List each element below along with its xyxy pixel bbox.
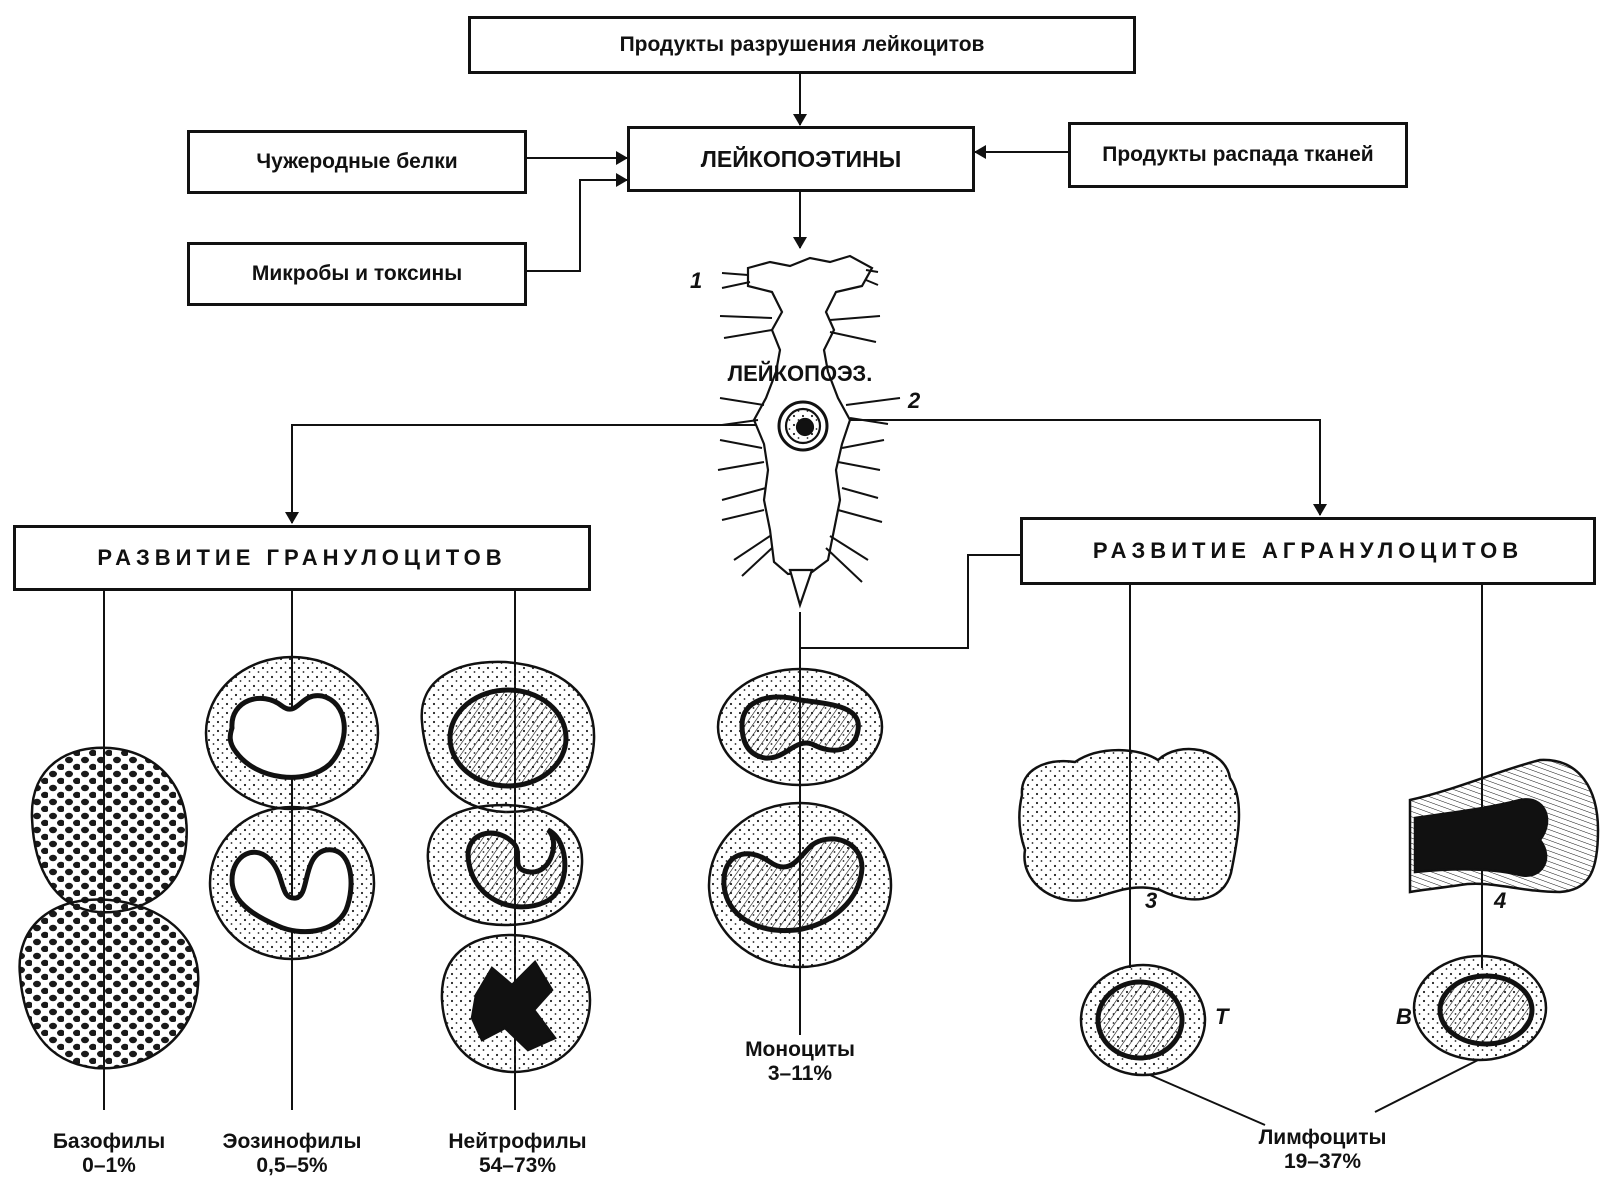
bone-marrow-illustration: [718, 256, 900, 605]
eosinophil-cells: [206, 657, 378, 959]
agranulocyte-development-label: РАЗВИТИЕ АГРАНУЛОЦИТОВ: [1093, 538, 1523, 564]
eosinophils-name: Эозинофилы: [207, 1130, 377, 1154]
eosinophil-nucleus-1: [230, 696, 344, 778]
leukocyte-breakdown-products-label: Продукты разрушения лейкоцитов: [620, 33, 985, 57]
marker-3: 3: [1145, 888, 1157, 914]
lymphocytes-name: Лимфоциты: [1235, 1126, 1410, 1150]
granulocyte-development-box: РАЗВИТИЕ ГРАНУЛОЦИТОВ: [13, 525, 591, 591]
coccyx-tip: [790, 570, 812, 605]
neutrophils-range: 54–73%: [430, 1154, 605, 1178]
foreign-proteins-box: Чужеродные белки: [187, 130, 527, 194]
neutrophil-cells: [422, 662, 594, 1072]
line-b-to-lymphocytes: [1375, 1060, 1478, 1112]
arrow-marrow-to-agranulocytes: [840, 420, 1320, 515]
lymphocyte-organs-and-cells: [1019, 749, 1598, 1075]
basophils-name: Базофилы: [24, 1130, 194, 1154]
marker-4: 4: [1494, 888, 1506, 914]
microbes-toxins-box: Микробы и токсины: [187, 242, 527, 306]
lymphocytes-label: Лимфоциты 19–37%: [1235, 1126, 1410, 1174]
marker-t: Т: [1215, 1004, 1228, 1030]
line-agranulocytes-to-monocytes: [800, 555, 1020, 648]
thymus-organ: [1019, 749, 1239, 901]
basophil-cell-1: [32, 748, 187, 913]
eosinophils-range: 0,5–5%: [207, 1154, 377, 1178]
basophil-cells: [20, 748, 199, 1069]
leukocyte-breakdown-products-box: Продукты разрушения лейкоцитов: [468, 16, 1136, 74]
basophils-label: Базофилы 0–1%: [24, 1130, 194, 1178]
monocytes-label: Моноциты 3–11%: [715, 1038, 885, 1086]
t-lymphocyte-nucleus: [1098, 982, 1182, 1058]
granulocyte-development-label: РАЗВИТИЕ ГРАНУЛОЦИТОВ: [97, 545, 506, 571]
basophil-cell-2: [20, 899, 199, 1068]
arrow-microbes-to-leukopoietins: [527, 180, 627, 271]
monocytes-name: Моноциты: [715, 1038, 885, 1062]
b-lymphocyte-nucleus: [1440, 976, 1532, 1044]
tissue-decay-products-box: Продукты распада тканей: [1068, 122, 1408, 188]
microbes-toxins-label: Микробы и токсины: [252, 262, 462, 286]
monocytes-range: 3–11%: [715, 1062, 885, 1086]
foreign-proteins-label: Чужеродные белки: [256, 150, 457, 174]
marker-1: 1: [690, 268, 702, 294]
neutrophil-nucleus-1: [450, 690, 566, 786]
basophils-range: 0–1%: [24, 1154, 194, 1178]
marker-2: 2: [908, 388, 920, 414]
tissue-decay-products-label: Продукты распада тканей: [1102, 143, 1373, 167]
lymphocytes-range: 19–37%: [1235, 1150, 1410, 1174]
eosinophils-label: Эозинофилы 0,5–5%: [207, 1130, 377, 1178]
leukopoietins-box: ЛЕЙКОПОЭТИНЫ: [627, 126, 975, 192]
monocyte-cells: [709, 669, 891, 967]
marrow-cross-section-core: [797, 419, 813, 435]
arrow-marrow-to-granulocytes: [292, 425, 760, 523]
marker-b: В: [1396, 1004, 1412, 1030]
leukopoiesis-label: ЛЕЙКОПОЭЗ.: [710, 362, 890, 386]
line-t-to-lymphocytes: [1150, 1075, 1265, 1125]
leukopoietins-label: ЛЕЙКОПОЭТИНЫ: [701, 146, 901, 173]
agranulocyte-development-box: РАЗВИТИЕ АГРАНУЛОЦИТОВ: [1020, 517, 1596, 585]
neutrophils-name: Нейтрофилы: [430, 1130, 605, 1154]
neutrophils-label: Нейтрофилы 54–73%: [430, 1130, 605, 1178]
